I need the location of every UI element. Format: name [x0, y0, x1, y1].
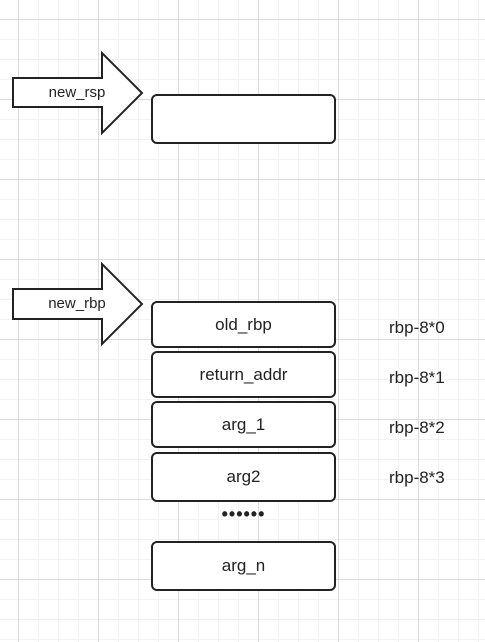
stack-slot-label: arg2 — [226, 467, 261, 486]
stack-slot-label: arg_1 — [221, 414, 266, 434]
stack-slot-old-rbp: old_rbp — [151, 301, 336, 348]
stack-slot-return-addr: return_addr — [151, 351, 336, 398]
stack-slot-label: return_addr — [199, 364, 288, 384]
offset-label: rbp-8*3 — [389, 468, 445, 487]
stack-slot-arg2: arg2 — [151, 452, 336, 502]
stack-slot-label: old_rbp — [215, 314, 272, 334]
stack-slot-label: arg_n — [221, 556, 266, 575]
offset-label: rbp-8*0 — [389, 318, 445, 337]
new-rsp-label: new_rsp — [48, 84, 106, 101]
offset-label: rbp-8*2 — [389, 418, 445, 437]
stack-slot-empty — [151, 94, 336, 144]
offset-label: rbp-8*1 — [389, 368, 445, 387]
new-rbp-label: new_rbp — [48, 295, 106, 312]
stack-ellipsis: •••••• — [221, 504, 266, 524]
new-rbp-arrow — [12, 261, 144, 347]
stack-slot-arg-1: arg_1 — [151, 401, 336, 448]
new-rsp-arrow — [12, 50, 144, 136]
stack-slot-arg-n: arg_n — [151, 541, 336, 591]
